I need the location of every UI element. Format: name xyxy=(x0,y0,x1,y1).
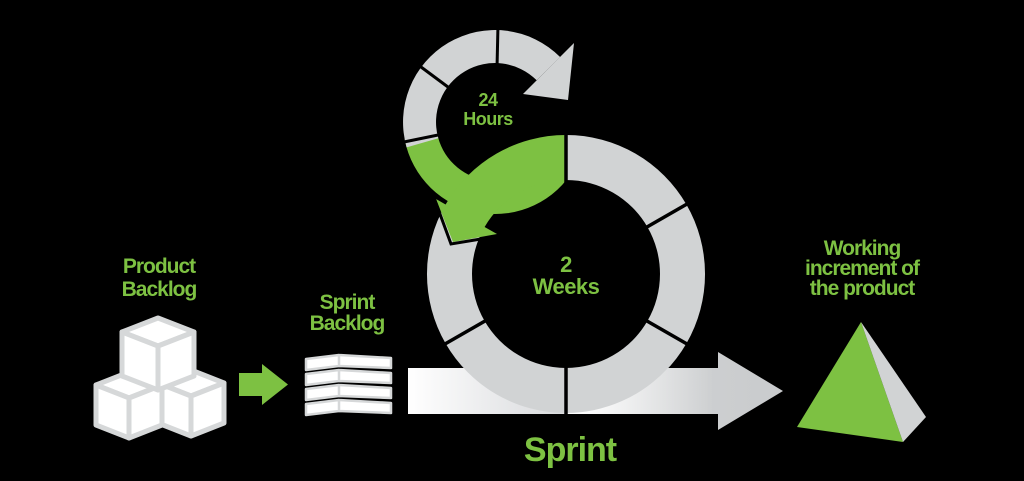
green-right-arrow-icon xyxy=(239,364,288,405)
pyramid-side-face xyxy=(861,322,926,442)
daily-cycle-label-line1: 24 xyxy=(478,90,498,110)
cube-face xyxy=(155,329,197,393)
sprint-cycle-label-line2: Weeks xyxy=(533,274,600,299)
cube-face xyxy=(188,380,227,439)
ring-divider xyxy=(639,315,695,350)
small-circular-arrow-icon xyxy=(403,30,561,148)
layer-slab xyxy=(304,383,393,402)
ring-segment xyxy=(566,134,687,227)
layer-slab xyxy=(304,398,393,417)
ring-divider xyxy=(437,315,493,350)
cube-face xyxy=(126,382,165,441)
increment-label-line3: the product xyxy=(810,277,915,300)
stacked-cubes-icon xyxy=(93,315,227,441)
small-divider xyxy=(398,132,444,145)
ring-segment xyxy=(445,321,566,413)
small-arrowhead xyxy=(523,43,574,100)
small-divider xyxy=(495,24,500,69)
small-divider-lines xyxy=(398,24,500,145)
arrow-highlight-sliver xyxy=(566,368,712,414)
daily-cycle-label-line2: Hours xyxy=(463,109,513,129)
ring-divider-lines xyxy=(437,126,695,424)
sprint-cycle-ring xyxy=(426,134,706,413)
sprint-cycle-green-segment xyxy=(436,134,566,242)
green-arrowhead-gap-edge xyxy=(431,194,500,246)
product-backlog-label-line2: Backlog xyxy=(122,278,197,301)
sprint-cycle-label-line1: 2 xyxy=(560,252,572,277)
sprint-arrow-label: Sprint xyxy=(524,431,617,469)
layer-slab xyxy=(304,368,393,387)
pyramid-icon xyxy=(797,322,926,442)
sprint-backlog-label-line2: Backlog xyxy=(310,312,385,335)
ring-segment xyxy=(426,204,485,344)
stacked-layers-icon xyxy=(304,353,393,417)
small-divider xyxy=(416,62,453,92)
sprint-backlog-label-line1: Sprint xyxy=(320,291,376,314)
daily-cycle-arrow xyxy=(398,24,574,148)
pyramid-front-face xyxy=(797,322,903,442)
ring-segment xyxy=(566,321,687,413)
layer-slab xyxy=(304,353,393,372)
ring-segment xyxy=(647,204,706,344)
daily-cycle-green-band xyxy=(404,133,575,215)
increment-label-line2: increment of xyxy=(805,257,921,280)
diagram-labels: Product Backlog Sprint Backlog 24 Hours … xyxy=(122,90,922,469)
product-backlog-label-line1: Product xyxy=(123,255,196,278)
increment-label-line1: Working xyxy=(824,237,901,260)
ring-divider xyxy=(639,198,695,233)
